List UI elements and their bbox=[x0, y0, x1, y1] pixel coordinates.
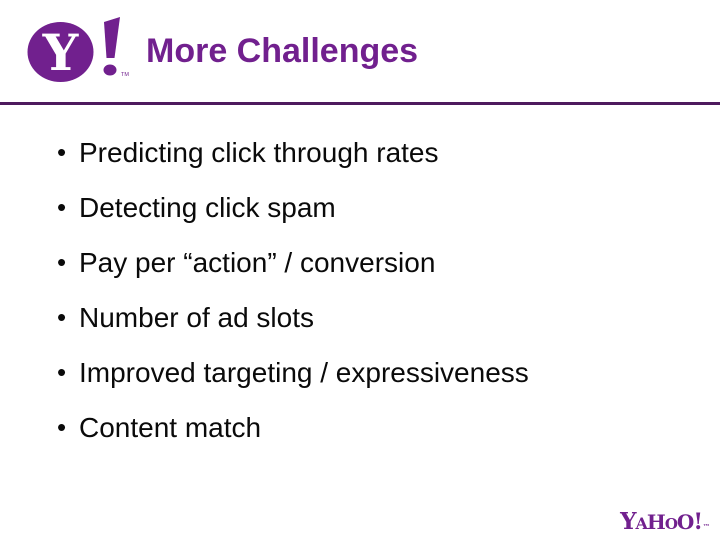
yahoo-wordmark-letters: YAHOO! bbox=[620, 508, 703, 535]
bullet-icon: • bbox=[57, 412, 67, 442]
header-divider bbox=[0, 102, 720, 105]
logo-letter-y: Y bbox=[42, 23, 80, 82]
trademark-symbol: ™ bbox=[703, 522, 710, 531]
yahoo-wordmark: YAHOO!™ bbox=[620, 510, 710, 533]
list-item: • Content match bbox=[57, 400, 700, 455]
list-item-text: Number of ad slots bbox=[79, 302, 314, 333]
bullet-icon: • bbox=[57, 192, 67, 222]
bullet-icon: • bbox=[57, 247, 67, 277]
list-item-text: Pay per “action” / conversion bbox=[79, 247, 436, 278]
list-item: • Number of ad slots bbox=[57, 290, 700, 345]
list-item: • Improved targeting / expressiveness bbox=[57, 345, 700, 400]
list-item-text: Content match bbox=[79, 412, 262, 443]
list-item: • Pay per “action” / conversion bbox=[57, 235, 700, 290]
list-item: • Predicting click through rates bbox=[57, 125, 700, 180]
list-item: • Detecting click spam bbox=[57, 180, 700, 235]
bullet-icon: • bbox=[57, 302, 67, 332]
yahoo-y-logo-icon: Y TM bbox=[27, 17, 129, 82]
bullet-list: • Predicting click through rates • Detec… bbox=[57, 125, 700, 455]
list-item-text: Improved targeting / expressiveness bbox=[79, 357, 529, 388]
logo-exclamation-icon bbox=[103, 17, 120, 76]
bullet-icon: • bbox=[57, 137, 67, 167]
slide-title: More Challenges bbox=[146, 32, 419, 70]
logo-trademark-text: TM bbox=[121, 72, 129, 78]
bullet-icon: • bbox=[57, 357, 67, 387]
list-item-text: Detecting click spam bbox=[79, 192, 336, 223]
list-item-text: Predicting click through rates bbox=[79, 137, 439, 168]
